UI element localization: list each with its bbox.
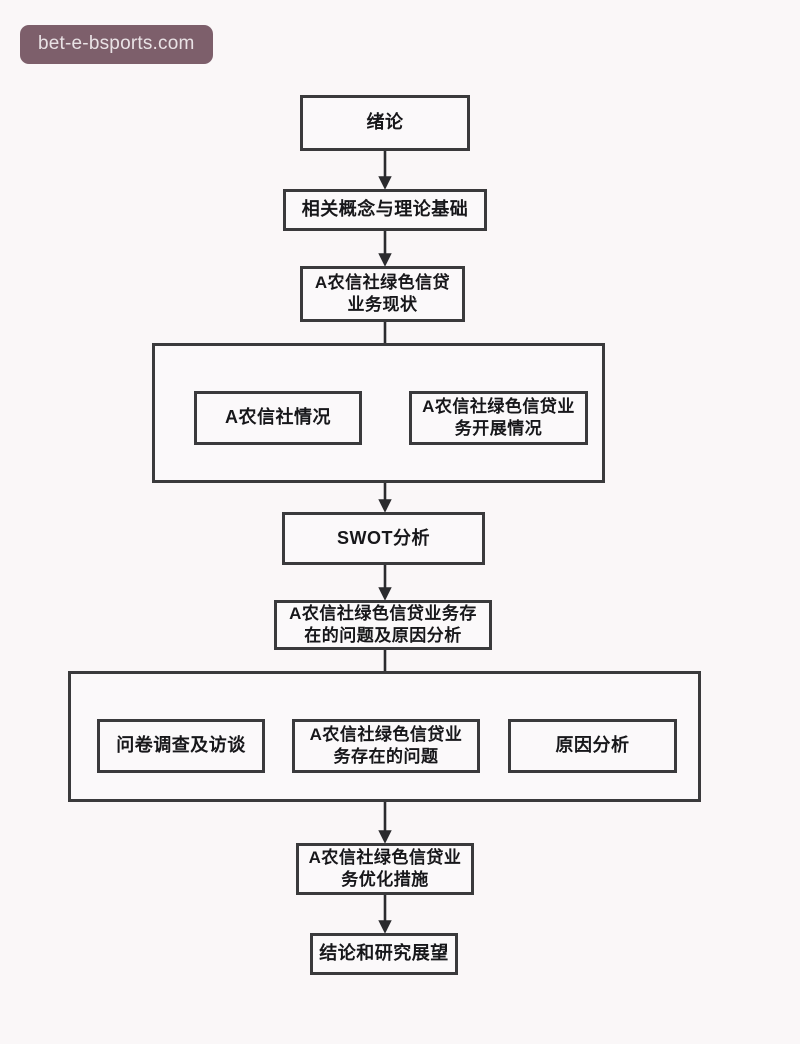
node-existing-problems[interactable]: A农信社绿色信贷业 务存在的问题 [292,719,480,773]
node-optimization-measures-label: A农信社绿色信贷业 务优化措施 [308,848,462,889]
node-swot-analysis[interactable]: SWOT分析 [282,512,485,565]
node-optimization-measures[interactable]: A农信社绿色信贷业 务优化措施 [296,843,474,895]
node-concepts-theory[interactable]: 相关概念与理论基础 [283,189,487,231]
node-existing-problems-label: A农信社绿色信贷业 务存在的问题 [309,725,463,766]
node-problems-and-causes-label: A农信社绿色信贷业务存 在的问题及原因分析 [289,604,477,645]
node-introduction-label: 绪论 [366,112,404,133]
node-survey-interview[interactable]: 问卷调查及访谈 [97,719,265,773]
site-watermark-badge: bet-e-bsports.com [20,25,213,64]
node-coop-overview[interactable]: A农信社情况 [194,391,362,445]
node-swot-analysis-label: SWOT分析 [337,527,430,548]
node-green-credit-implementation-label: A农信社绿色信贷业 务开展情况 [422,397,575,438]
node-green-credit-status[interactable]: A农信社绿色信贷 业务现状 [300,266,465,322]
node-conclusion-outlook-label: 结论和研究展望 [319,943,449,964]
node-cause-analysis[interactable]: 原因分析 [508,719,677,773]
node-coop-overview-label: A农信社情况 [225,407,331,428]
node-green-credit-implementation[interactable]: A农信社绿色信贷业 务开展情况 [409,391,588,445]
node-introduction[interactable]: 绪论 [300,95,470,151]
node-green-credit-status-label: A农信社绿色信贷 业务现状 [314,273,451,314]
node-concepts-theory-label: 相关概念与理论基础 [301,199,469,220]
node-conclusion-outlook[interactable]: 结论和研究展望 [310,933,458,975]
node-survey-interview-label: 问卷调查及访谈 [116,735,246,756]
node-problems-and-causes[interactable]: A农信社绿色信贷业务存 在的问题及原因分析 [274,600,492,650]
node-cause-analysis-label: 原因分析 [555,735,630,756]
